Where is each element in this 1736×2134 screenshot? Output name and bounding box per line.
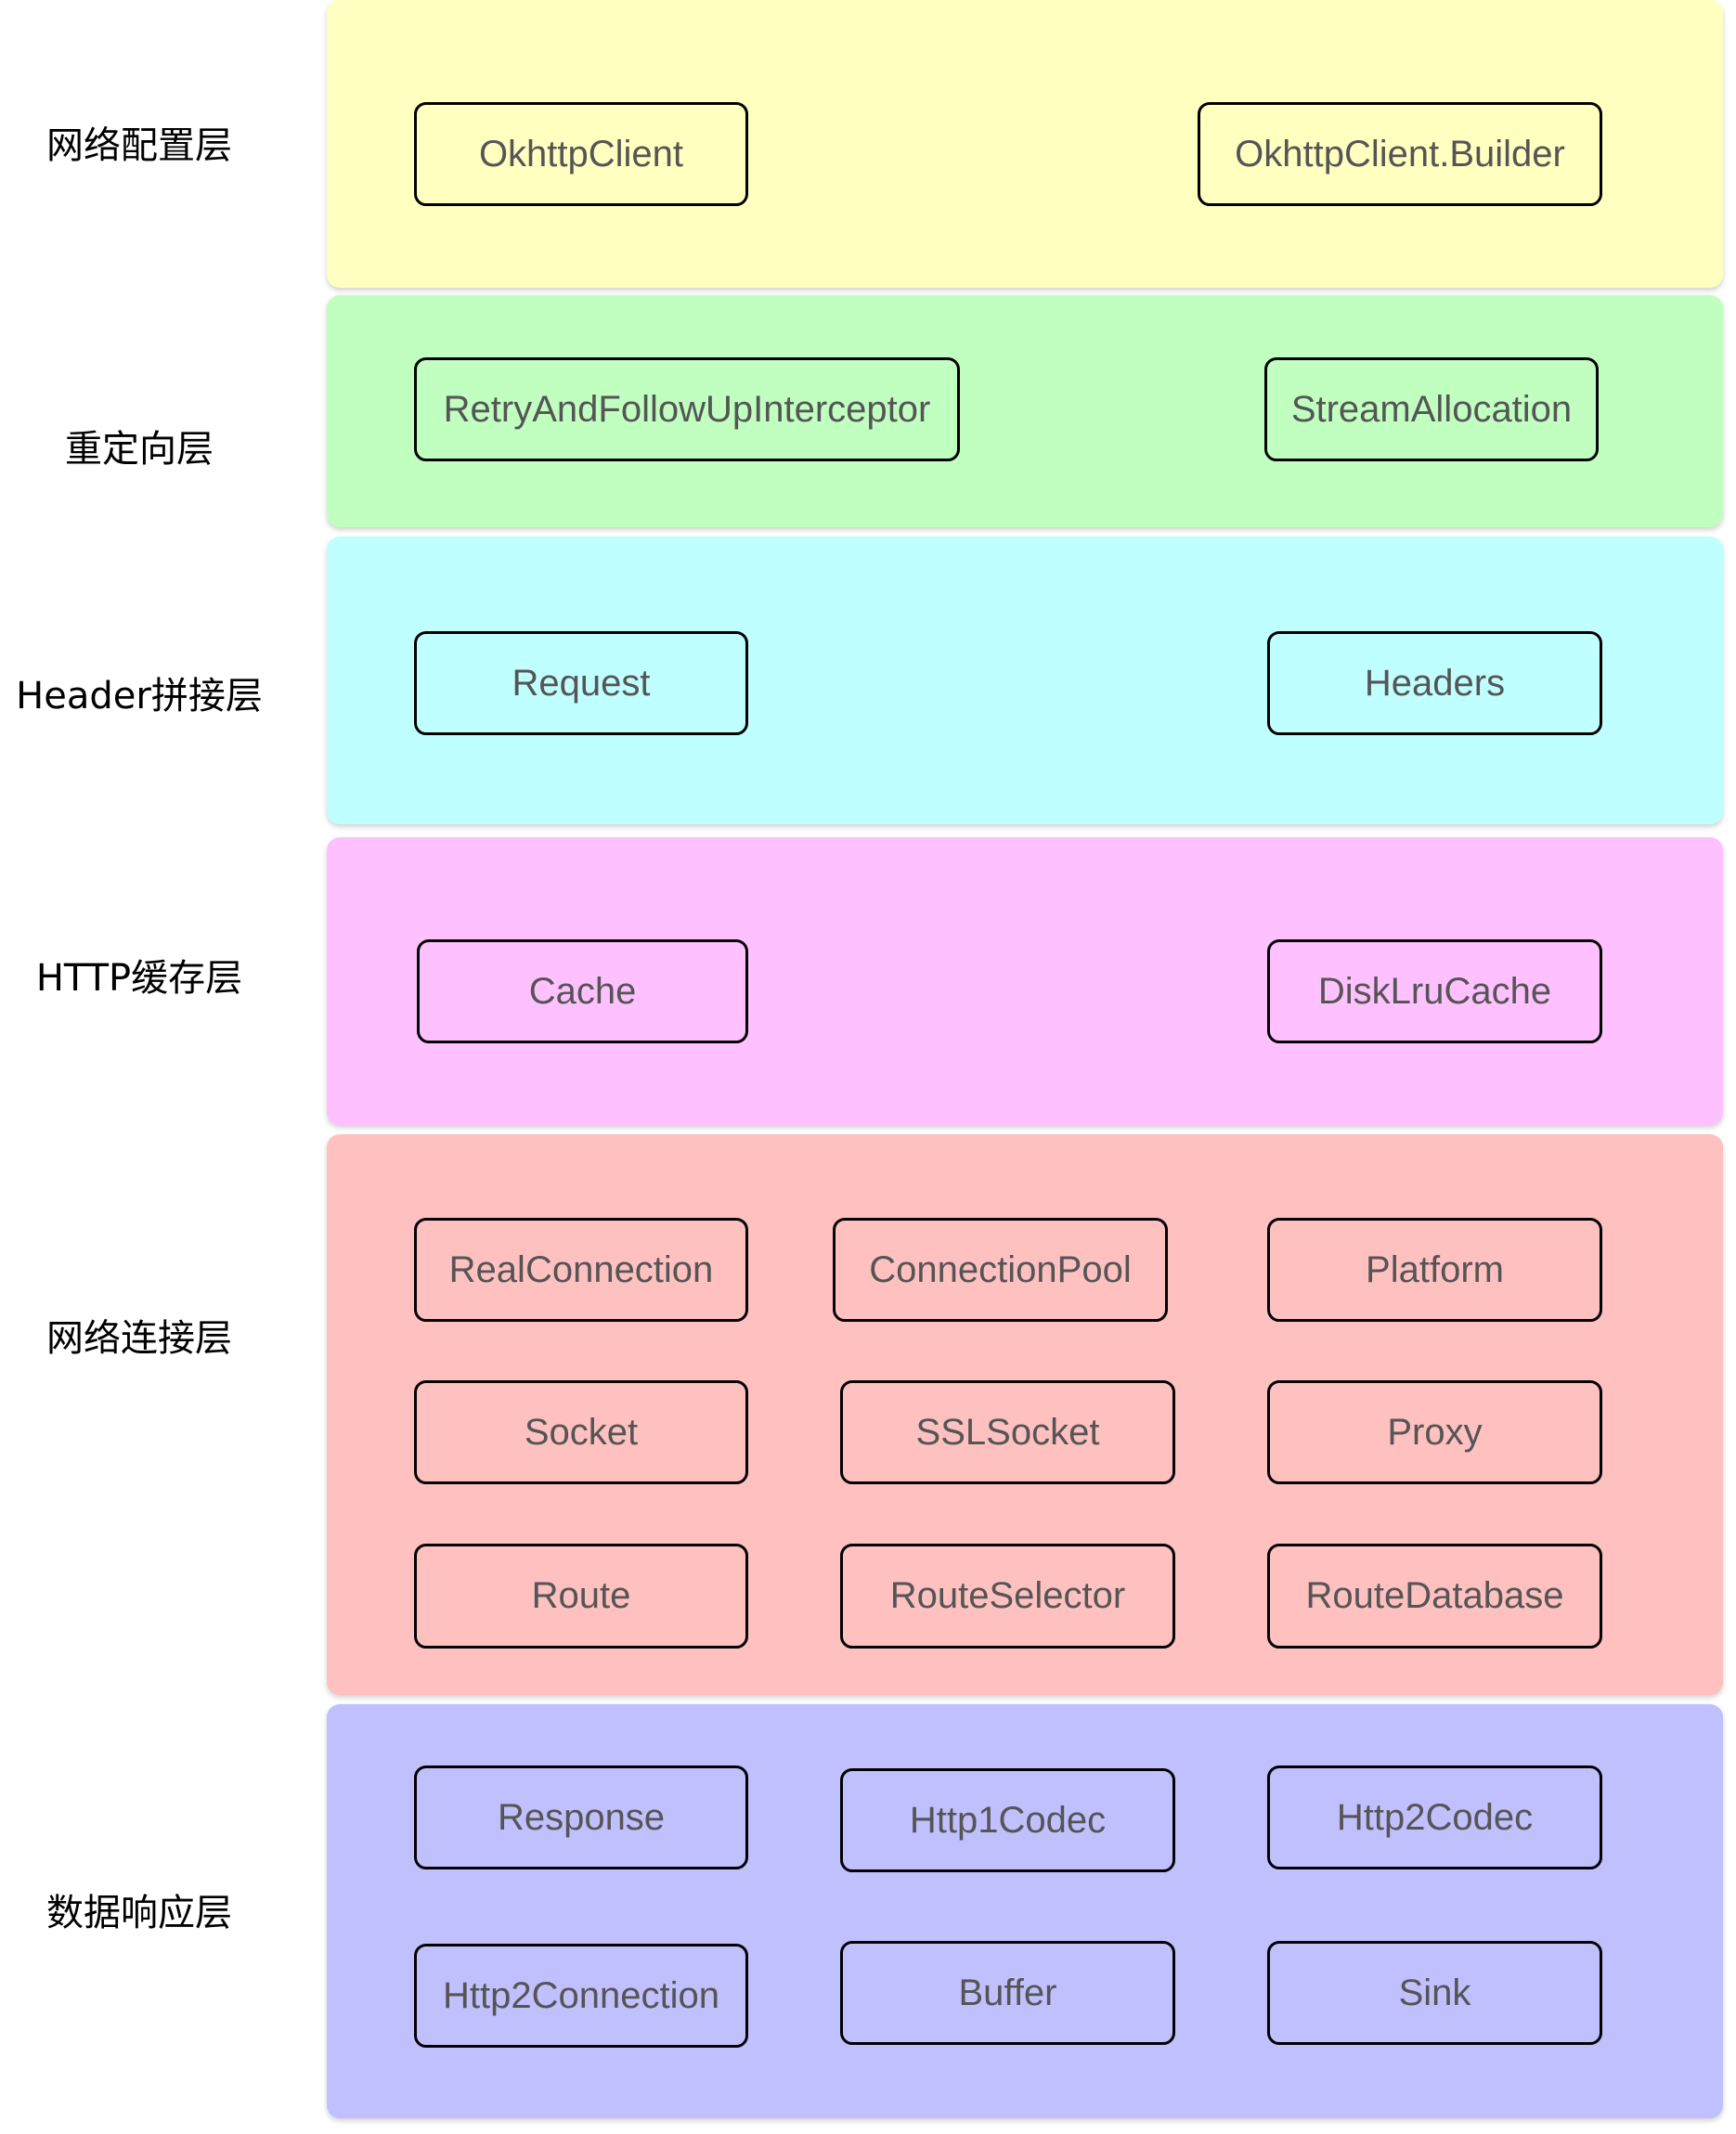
layer-label-network-config: 网络配置层 (46, 124, 232, 167)
node-headers: Headers (1267, 631, 1602, 735)
node-http2-codec: Http2Codec (1267, 1765, 1602, 1869)
layer-label-data-response: 数据响应层 (46, 1892, 232, 1934)
node-buffer: Buffer (840, 1941, 1175, 2045)
node-response: Response (414, 1765, 748, 1869)
node-cache: Cache (417, 939, 748, 1043)
node-stream-allocation: StreamAllocation (1264, 357, 1599, 461)
node-route-selector: RouteSelector (840, 1544, 1175, 1649)
node-request: Request (414, 631, 748, 735)
node-okhttpclient-builder: OkhttpClient.Builder (1198, 102, 1602, 206)
node-connection-pool: ConnectionPool (833, 1218, 1168, 1322)
node-http2-connection: Http2Connection (414, 1944, 748, 2048)
node-sink: Sink (1267, 1941, 1602, 2045)
layer-label-redirect: 重定向层 (65, 428, 214, 471)
node-real-connection: RealConnection (414, 1218, 748, 1322)
node-route-database: RouteDatabase (1267, 1544, 1602, 1649)
node-platform: Platform (1267, 1218, 1602, 1322)
node-okhttpclient: OkhttpClient (414, 102, 748, 206)
node-route: Route (414, 1544, 748, 1649)
node-proxy: Proxy (1267, 1380, 1602, 1484)
layer-label-header: Header拼接层 (16, 675, 263, 718)
node-http1-codec: Http1Codec (840, 1768, 1175, 1872)
node-ssl-socket: SSLSocket (840, 1380, 1175, 1484)
node-disk-lru-cache: DiskLruCache (1267, 939, 1602, 1043)
node-socket: Socket (414, 1380, 748, 1484)
layer-label-http-cache: HTTP缓存层 (35, 957, 243, 1000)
node-retry-and-followup-interceptor: RetryAndFollowUpInterceptor (414, 357, 960, 461)
layer-label-network-connection: 网络连接层 (46, 1317, 232, 1360)
